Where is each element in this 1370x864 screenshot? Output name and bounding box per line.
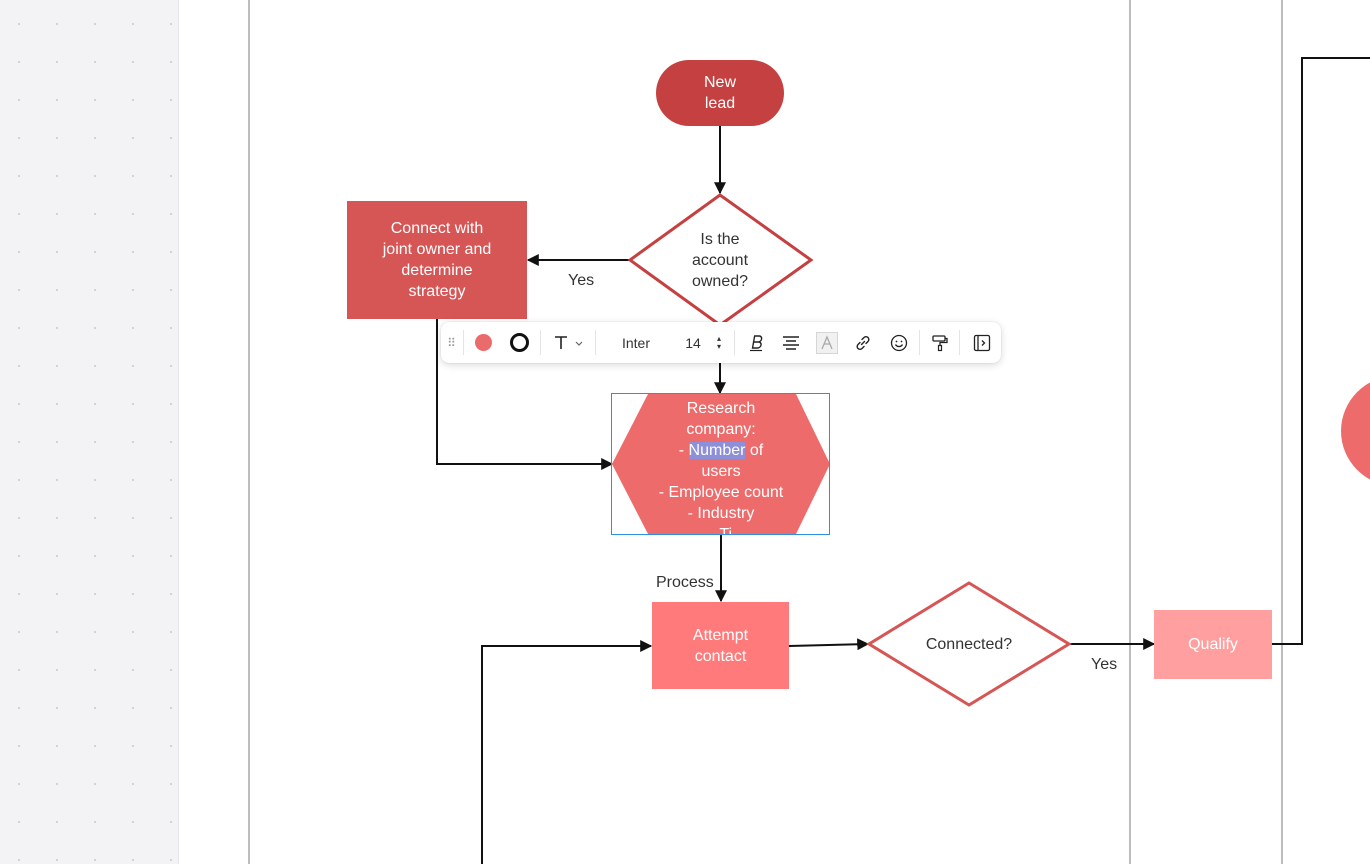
text-highlight-icon bbox=[816, 331, 838, 354]
research-company-label[interactable]: Research company: - Number of users - Em… bbox=[612, 398, 830, 534]
node-account-owned-decision[interactable] bbox=[627, 193, 814, 327]
link-button[interactable] bbox=[851, 322, 875, 363]
toolbar-separator bbox=[919, 330, 920, 355]
align-center-icon bbox=[783, 335, 799, 350]
stroke-color-swatch-icon bbox=[509, 333, 529, 352]
fill-color-button[interactable] bbox=[471, 322, 495, 363]
edge-label-yes-owned[interactable]: Yes bbox=[568, 272, 595, 289]
node-offscreen-partial[interactable] bbox=[1341, 376, 1370, 486]
research-line-3-suffix: of bbox=[745, 442, 764, 459]
research-line-6: - Industry bbox=[687, 505, 755, 522]
node-research-company[interactable] bbox=[612, 394, 830, 534]
connector-loop-to-attempt[interactable] bbox=[481, 640, 653, 864]
research-line-5: - Employee count bbox=[658, 484, 784, 501]
font-family-value: Inter bbox=[621, 334, 650, 351]
connector-connect-to-research[interactable] bbox=[436, 319, 614, 470]
text-format-toolbar: ⠿ Inter 14 ▴ ▾ bbox=[441, 322, 1001, 363]
collapse-panel-button[interactable] bbox=[970, 322, 994, 363]
text-style-icon bbox=[555, 335, 567, 349]
font-size-stepper[interactable]: ▴ ▾ bbox=[711, 322, 727, 363]
emoji-button[interactable] bbox=[887, 322, 911, 363]
font-family-select[interactable]: Inter bbox=[607, 322, 665, 363]
node-new-lead[interactable] bbox=[656, 60, 784, 126]
format-painter-icon bbox=[932, 334, 948, 351]
research-line-3: - Number of bbox=[612, 440, 830, 461]
link-icon bbox=[856, 335, 870, 350]
research-line-2: company: bbox=[686, 421, 756, 438]
font-size-value: 14 bbox=[685, 334, 701, 351]
node-attempt-contact[interactable] bbox=[652, 602, 789, 689]
research-line-3-prefix: - bbox=[678, 442, 689, 459]
format-painter-button[interactable] bbox=[928, 322, 952, 363]
stepper-down-icon[interactable]: ▾ bbox=[716, 341, 721, 351]
text-highlight-button[interactable] bbox=[815, 322, 839, 363]
drag-handle-icon[interactable]: ⠿ bbox=[447, 335, 457, 350]
text-style-button[interactable] bbox=[547, 322, 589, 363]
research-line-4: users bbox=[701, 463, 741, 480]
node-connected-decision[interactable] bbox=[866, 581, 1072, 707]
toolbar-separator bbox=[463, 330, 464, 355]
bold-icon bbox=[750, 334, 763, 351]
edge-label-process[interactable]: Process bbox=[656, 574, 714, 591]
emoji-icon bbox=[890, 334, 908, 351]
edge-label-yes-connected[interactable]: Yes bbox=[1091, 656, 1118, 673]
toolbar-separator bbox=[734, 330, 735, 355]
toolbar-separator bbox=[595, 330, 596, 355]
stepper-up-icon[interactable]: ▴ bbox=[716, 333, 721, 343]
research-line-7: - Ti bbox=[612, 524, 830, 534]
font-size-input[interactable]: 14 bbox=[679, 322, 707, 363]
align-button[interactable] bbox=[779, 322, 803, 363]
fill-color-swatch-icon bbox=[474, 334, 492, 351]
node-qualify[interactable] bbox=[1154, 610, 1272, 679]
toolbar-separator bbox=[959, 330, 960, 355]
chevron-down-icon bbox=[575, 341, 583, 346]
selected-text-highlight[interactable]: Number bbox=[688, 442, 746, 459]
research-line-1: Research bbox=[686, 400, 756, 417]
dot-grid-background bbox=[0, 0, 179, 864]
stroke-color-button[interactable] bbox=[507, 322, 531, 363]
connector-attempt-to-connected[interactable] bbox=[788, 638, 870, 651]
node-connect-owner[interactable] bbox=[347, 201, 527, 319]
connector-qualify-out[interactable] bbox=[1272, 57, 1370, 645]
toolbar-separator bbox=[540, 330, 541, 355]
collapse-panel-icon bbox=[973, 334, 991, 351]
bold-button[interactable] bbox=[744, 322, 768, 363]
